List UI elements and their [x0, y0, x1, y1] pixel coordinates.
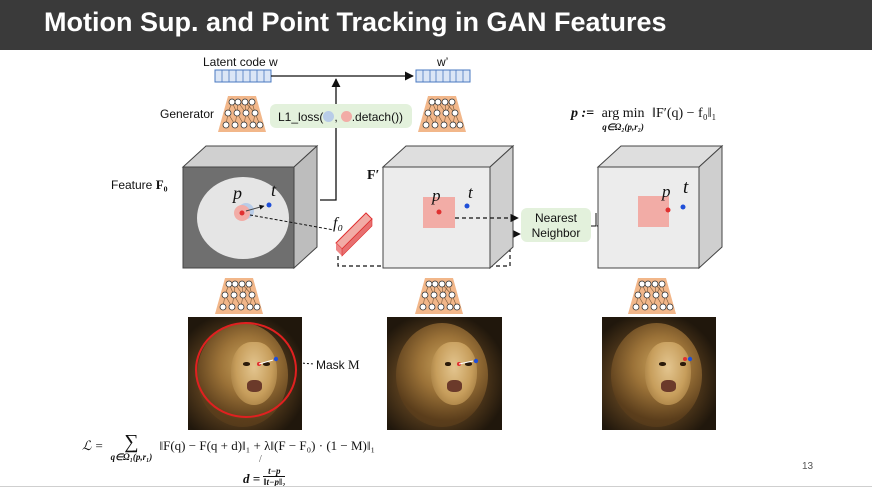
p-label-2: p	[432, 186, 441, 205]
d-connector: /	[259, 454, 262, 465]
p-label-3: p	[662, 182, 671, 201]
feature-cube-f0	[181, 144, 335, 270]
tracking-sub: q∈Ω₂(p,r₂)	[602, 122, 644, 132]
f0-label: f₀	[333, 215, 344, 232]
d-lhs: d =	[243, 471, 261, 486]
lion-image-result	[602, 317, 716, 430]
nearest-neighbor-box: Nearest Neighbor	[521, 208, 591, 242]
f-prime-label: F′	[367, 168, 380, 183]
mask-label: Mask M	[316, 357, 360, 373]
generator-icon-top-1	[217, 95, 267, 133]
lion-image-step	[387, 317, 502, 430]
feature-cube-f-prime	[381, 144, 519, 270]
nearest-line2: Neighbor	[531, 226, 581, 240]
latent-code-w	[214, 69, 272, 83]
t-label-2: t	[468, 183, 473, 202]
loss-equation: ℒ = ∑ q∈Ω₁(p,r₁) ‖F(q) − F(q + d)‖₁ + λ‖…	[82, 432, 375, 463]
generator-icon-top-2	[417, 95, 467, 133]
title-bar: Motion Sup. and Point Tracking in GAN Fe…	[0, 0, 872, 50]
tracking-equation: p := arg min q∈Ω₂(p,r₂) ‖F′(q) − f₀‖₁	[571, 106, 716, 133]
feature-cube-result	[596, 144, 724, 270]
d-den: ‖t−p‖₂	[263, 477, 286, 487]
loss-sub: q∈Ω₁(p,r₁)	[110, 452, 153, 462]
generator-icon-bottom-3	[627, 277, 677, 315]
feature-label: Feature F₀	[111, 177, 168, 193]
f0-feature-vector	[335, 212, 373, 257]
latent-code-label: Latent code w	[203, 55, 278, 69]
slide-title: Motion Sup. and Point Tracking in GAN Fe…	[44, 7, 667, 37]
lion-image-input	[188, 317, 302, 430]
d-fraction: t−p ‖t−p‖₂	[263, 466, 286, 487]
p-label-1: p	[233, 183, 242, 203]
feature-circle-blue	[323, 111, 335, 122]
t-label-1: t	[271, 180, 277, 200]
gradient-arrow	[320, 78, 341, 201]
d-num: t−p	[263, 466, 286, 477]
d-equation: d = t−p ‖t−p‖₂	[243, 466, 286, 487]
mask-label-text: Mask	[316, 358, 349, 372]
loss-sum: ∑ q∈Ω₁(p,r₁)	[111, 432, 153, 463]
generator-icon-bottom-1	[214, 277, 264, 315]
latent-code-w-prime	[415, 69, 471, 83]
l1-loss-sep: ,	[334, 110, 338, 124]
mask-symbol: M	[348, 357, 360, 372]
loss-sigma: ∑	[124, 431, 139, 453]
tracking-lhs: p :=	[571, 106, 595, 121]
loss-lhs: ℒ =	[82, 438, 104, 453]
generator-label: Generator	[160, 107, 215, 121]
w-prime-label: w’	[437, 55, 449, 69]
tracking-op: arg min	[601, 106, 645, 121]
generator-icon-bottom-2	[414, 277, 464, 315]
t-label-3: t	[683, 177, 689, 198]
l1-loss-prefix: L1_loss(	[278, 110, 324, 124]
l1-loss-suffix: .detach())	[351, 110, 404, 124]
bottom-divider	[0, 486, 872, 487]
loss-rhs: ‖F(q) − F(q + d)‖₁ + λ‖(F − F₀) · (1 − M…	[159, 438, 376, 453]
tracking-argmin: arg min q∈Ω₂(p,r₂)	[602, 106, 645, 133]
nearest-line1: Nearest	[534, 211, 578, 225]
feature-symbol: F₀	[155, 177, 168, 192]
slide-number: 13	[802, 461, 814, 472]
feature-circle-red	[340, 111, 352, 122]
feature-label-text: Feature	[111, 178, 156, 192]
tracking-rhs: ‖F′(q) − f₀‖₁	[652, 106, 717, 121]
l1-loss-box: L1_loss(, .detach())	[270, 104, 412, 128]
